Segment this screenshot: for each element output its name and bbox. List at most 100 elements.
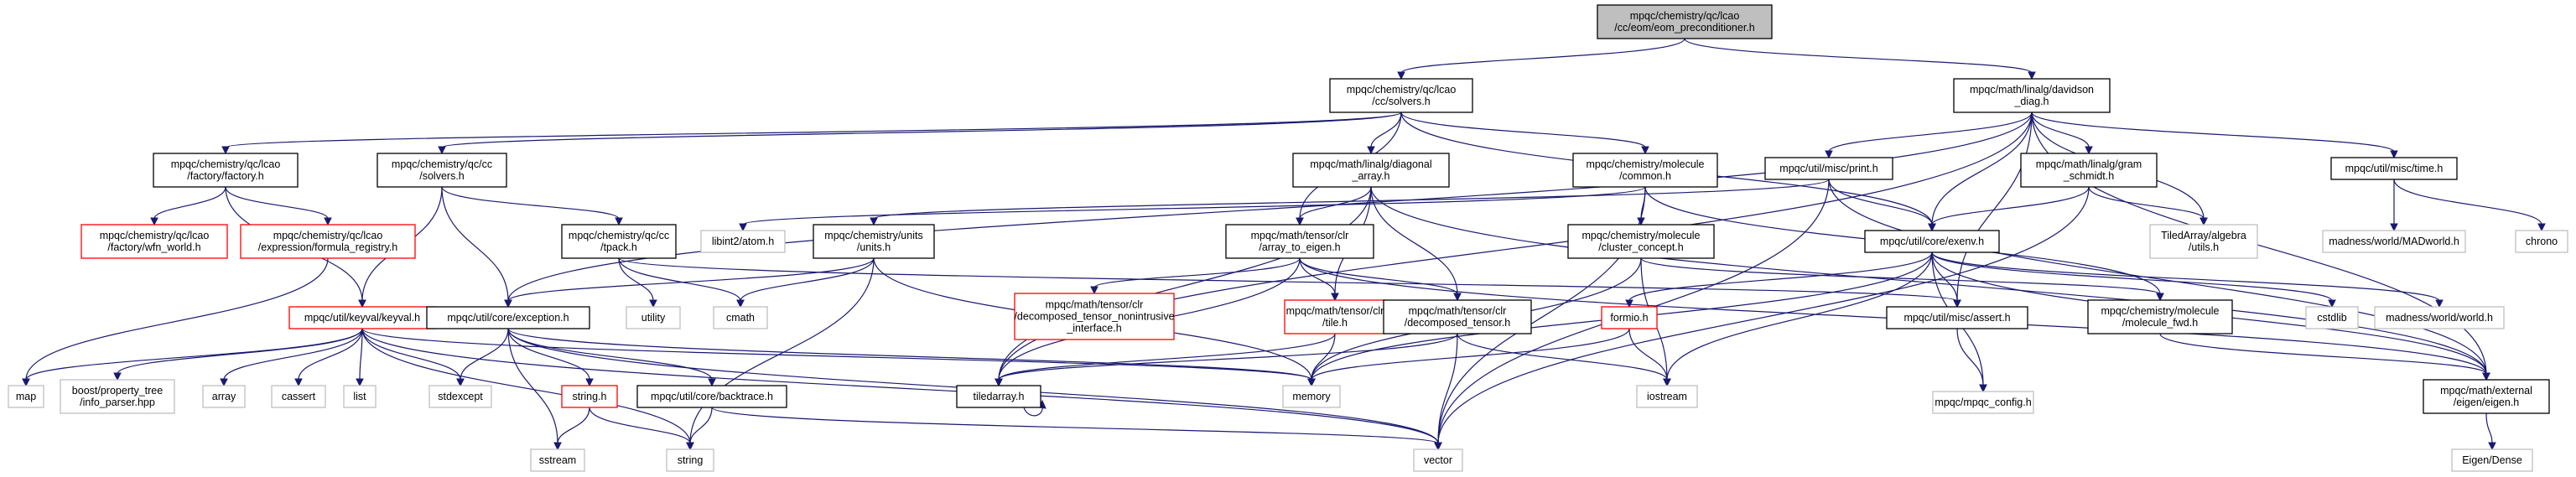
node-keyval[interactable]: mpqc/util/keyval/keyval.h (288, 306, 436, 329)
node-nonintrusive[interactable]: mpqc/math/tensor/clr/decomposed_tensor_n… (1014, 293, 1175, 340)
edge-root-to-davidson (1684, 38, 2036, 80)
node-label-line: /info_parser.hpp (80, 397, 155, 408)
node-box (666, 448, 714, 472)
node-cstdlib[interactable]: cstdlib (2305, 306, 2359, 329)
edge-print-to-units (870, 179, 1830, 226)
node-box (2330, 157, 2458, 180)
node-libint-atom[interactable]: libint2/atom.h (700, 230, 786, 253)
node-box (428, 385, 492, 408)
node-tiledarray[interactable]: tiledarray.h (956, 385, 1041, 408)
node-box (1225, 224, 1374, 259)
node-exception[interactable]: mpqc/util/core/exception.h (426, 306, 590, 329)
node-mol-common[interactable]: mpqc/chemistry/molecule/common.h (1572, 153, 1718, 188)
node-davidson[interactable]: mpqc/math/linalg/davidson_diag.h (1953, 78, 2111, 113)
node-label-line: mpqc/util/keyval/keyval.h (304, 312, 420, 324)
node-sstream[interactable]: sstream (530, 448, 585, 472)
node-root[interactable]: mpqc/chemistry/qc/lcao/cc/eom/eom_precon… (1597, 4, 1773, 39)
node-map[interactable]: map (8, 385, 44, 408)
node-box (813, 224, 935, 259)
node-eigen[interactable]: mpqc/math/external/eigen/eigen.h (2423, 379, 2550, 414)
edge-keyval-to-array (220, 328, 363, 387)
edge-decomposed-to-iostream (1457, 333, 1671, 387)
node-box (2020, 153, 2158, 188)
node-label-line: stdexcept (438, 391, 483, 402)
node-cassert[interactable]: cassert (271, 385, 326, 408)
node-eigen-dense[interactable]: Eigen/Dense (2451, 448, 2533, 472)
node-box (2322, 230, 2466, 253)
node-tile[interactable]: mpqc/math/tensor/clr/tile.h (1284, 299, 1386, 334)
node-arr-to-eigen[interactable]: mpqc/math/tensor/clr/array_to_eigen.h (1225, 224, 1374, 259)
edge-tile-to-tiledarray (995, 333, 1336, 387)
node-list[interactable]: list (343, 385, 377, 408)
node-gram[interactable]: mpqc/math/linalg/gram_schmidt.h (2020, 153, 2158, 188)
node-box (153, 153, 299, 188)
node-label-line: mpqc/chemistry/molecule (1586, 158, 1704, 170)
node-tpack[interactable]: mpqc/chemistry/qc/cc/tpack.h (561, 224, 677, 259)
node-solvers-lcao[interactable]: mpqc/chemistry/qc/lcao/cc/solvers.h (1329, 78, 1473, 113)
node-label-line: /factory/wfn_world.h (107, 241, 200, 253)
node-diag-array[interactable]: mpqc/math/linalg/diagonal_array.h (1292, 153, 1450, 188)
node-iostream[interactable]: iostream (1636, 385, 1698, 408)
node-cc-solvers[interactable]: mpqc/chemistry/qc/cc/solvers.h (377, 153, 507, 188)
node-assert[interactable]: mpqc/util/misc/assert.h (1886, 306, 2028, 329)
edge-solvers_lcao-to-cc_solvers (438, 111, 1402, 155)
node-box (700, 230, 786, 253)
edge-keyval-to-boost_ptree (113, 328, 363, 381)
node-factory[interactable]: mpqc/chemistry/qc/lcao/factory/factory.h (153, 153, 299, 188)
node-box (713, 306, 768, 329)
node-box (1886, 306, 2028, 329)
node-chrono[interactable]: chrono (2515, 230, 2568, 253)
edge-gram-to-exenv (1928, 186, 2090, 232)
node-label-line: vector (1424, 454, 1452, 466)
node-mad-world[interactable]: madness/world/world.h (2374, 306, 2505, 329)
edge-keyval-to-stdexcept (361, 328, 465, 387)
node-mol-fwd[interactable]: mpqc/chemistry/molecule/molecule_fwd.h (2087, 299, 2233, 334)
edge-decomposed-to-vector (1434, 333, 1458, 451)
node-time[interactable]: mpqc/util/misc/time.h (2330, 157, 2458, 180)
node-vector[interactable]: vector (1413, 448, 1463, 472)
node-decomposed[interactable]: mpqc/math/tensor/clr/decomposed_tensor.h (1383, 299, 1532, 334)
node-label-line: memory (1292, 391, 1331, 402)
node-cmath[interactable]: cmath (713, 306, 768, 329)
node-cluster[interactable]: mpqc/chemistry/molecule/cluster_concept.… (1567, 224, 1715, 259)
node-utility[interactable]: utility (626, 306, 681, 329)
node-boost-ptree[interactable]: boost/property_tree/info_parser.hpp (60, 379, 175, 414)
node-label-line: mpqc/math/linalg/gram (2036, 158, 2142, 170)
node-memory[interactable]: memory (1282, 385, 1341, 408)
node-box (2087, 299, 2233, 334)
node-mpqc-config[interactable]: mpqc/mpqc_config.h (1932, 391, 2034, 414)
edge-string_h-to-string (589, 407, 694, 451)
node-label-line: sstream (539, 454, 576, 466)
node-madworld[interactable]: madness/world/MADworld.h (2322, 230, 2466, 253)
node-print[interactable]: mpqc/util/misc/print.h (1764, 157, 1893, 180)
node-wfn-world[interactable]: mpqc/chemistry/qc/lcao/factory/wfn_world… (80, 224, 228, 259)
node-tiledarray-utils[interactable]: TiledArray/algebra/utils.h (2149, 224, 2258, 259)
node-exenv[interactable]: mpqc/util/core/exenv.h (1864, 230, 2000, 253)
node-array[interactable]: array (202, 385, 246, 408)
node-box (1329, 78, 1473, 113)
node-label-line: /expression/formula_registry.h (258, 241, 398, 253)
node-label-line: mpqc/chemistry/qc/cc (569, 230, 669, 241)
node-stdexcept[interactable]: stdexcept (428, 385, 492, 408)
node-label-line: mpqc/chemistry/molecule (1581, 230, 1700, 241)
edge-exenv-to-mad_world (1931, 251, 2444, 308)
node-units[interactable]: mpqc/chemistry/units/units.h (813, 224, 935, 259)
edge-formula_reg-to-map (22, 257, 329, 387)
node-backtrace[interactable]: mpqc/util/core/backtrace.h (636, 385, 787, 408)
node-box (2374, 306, 2505, 329)
node-box (1601, 306, 1658, 329)
node-string[interactable]: string (666, 448, 714, 472)
node-label-line: TiledArray/algebra (2161, 230, 2246, 241)
node-label-line: /units.h (857, 241, 891, 253)
node-box (1014, 293, 1175, 340)
node-formula-reg[interactable]: mpqc/chemistry/qc/lcao/expression/formul… (240, 224, 416, 259)
node-label-line: /molecule_fwd.h (2122, 317, 2198, 329)
edge-time-to-chrono (2393, 179, 2546, 232)
node-formio[interactable]: formio.h (1601, 306, 1658, 329)
node-label-line: mpqc/math/tensor/clr (1251, 230, 1349, 241)
node-label-line: /decomposed_tensor.h (1405, 317, 1511, 329)
node-label-line: madness/world/world.h (2386, 312, 2493, 324)
edge-formio-to-memory (1307, 328, 1630, 387)
edge-assert-to-mpqc_config (1956, 328, 1987, 393)
node-string-h[interactable]: string.h (561, 385, 618, 408)
